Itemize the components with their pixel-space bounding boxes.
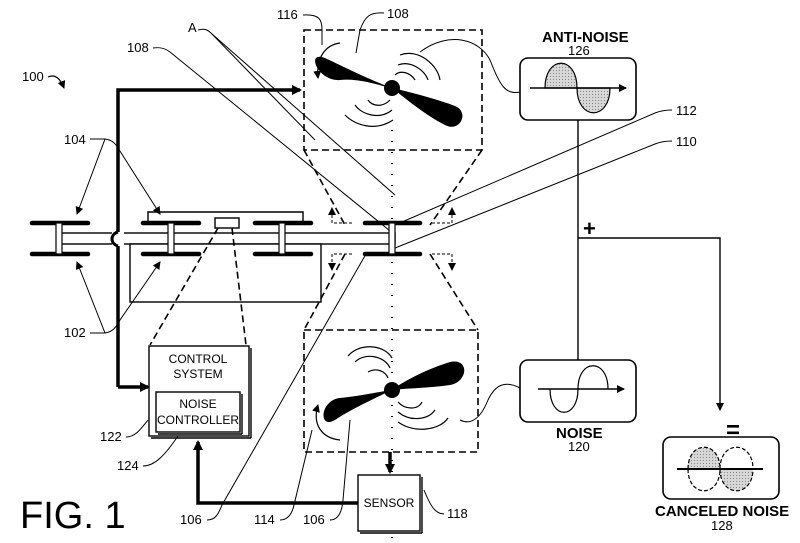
line-crossover (110, 230, 119, 248)
ref-110-leader (394, 140, 673, 249)
ref-102-leader-b (104, 261, 161, 334)
control-signal-upper (116, 85, 302, 387)
canceled-noise-waveform-icon (677, 446, 763, 492)
ref-104: 104 (64, 132, 86, 147)
lower-propeller-icon (312, 346, 465, 441)
sensor-link-left (149, 227, 219, 346)
sensor-module (214, 217, 240, 229)
noise-title: NOISE (556, 425, 603, 442)
noise-controller-label-2: CONTROLLER (157, 413, 239, 427)
upper-prop-to-antinoise (419, 39, 521, 94)
ref-108-top: 108 (387, 6, 409, 21)
ref-116: 116 (277, 7, 298, 22)
lower-taper-left (303, 253, 346, 331)
ref-124: 124 (117, 458, 139, 473)
ref-110: 110 (676, 134, 697, 149)
ref-106-right: 106 (303, 512, 325, 527)
axis-a-leader (197, 28, 316, 141)
ref-108-top-leader (355, 12, 385, 54)
ref-112: 112 (676, 103, 697, 118)
ref-122-leader (125, 419, 149, 438)
upper-propeller-region (303, 29, 483, 151)
aerial-vehicle (29, 207, 456, 303)
ref-112-leader (394, 109, 673, 226)
lower-taper-right (429, 253, 479, 331)
motor-pair-2 (140, 220, 202, 257)
upper-taper-right (429, 149, 483, 226)
control-system-label-2: SYSTEM (173, 367, 222, 381)
motor-pair-1 (29, 220, 91, 257)
sensor-feedback-line (193, 440, 358, 505)
ref-100: 100 (22, 69, 44, 84)
control-system-label-1: CONTROL (169, 352, 228, 366)
sensor-link-right (231, 227, 247, 346)
ref-106-right-leader (329, 419, 351, 521)
ref-120: 120 (568, 439, 590, 454)
ref-118-leader (423, 489, 445, 515)
noise-waveform-icon (538, 365, 625, 413)
canceled-noise-title: CANCELED NOISE (655, 503, 789, 520)
ref-118: 118 (447, 506, 468, 521)
anti-noise-waveform-icon (530, 62, 627, 114)
lower-prop-to-noise (459, 383, 521, 423)
motor-pair-4 (362, 220, 423, 257)
noise-controller-label-1: NOISE (179, 397, 216, 411)
ref-108-left-leader (152, 47, 396, 236)
ref-122: 122 (100, 429, 122, 444)
ref-114: 114 (254, 512, 275, 527)
ref-104-leader-a (75, 138, 106, 215)
lower-propeller-region (303, 329, 479, 453)
sensor-box (357, 474, 421, 532)
axis-label-a: A (188, 20, 197, 35)
ref-108-left: 108 (127, 40, 149, 55)
ref-106-left-leader (206, 253, 367, 521)
ref-100-arrow (47, 75, 66, 89)
upper-propeller-icon (313, 42, 463, 127)
ref-126: 126 (568, 43, 590, 58)
noise-controller-box (155, 391, 241, 433)
ref-124-leader (142, 435, 179, 467)
upper-taper-left (303, 149, 346, 226)
motor-pair-3 (252, 220, 314, 257)
ref-102: 102 (64, 325, 86, 340)
ref-102-leader-a (75, 261, 106, 334)
plus-operator: + (583, 216, 596, 241)
ref-114-leader (279, 429, 313, 521)
sensor-label: SENSOR (364, 496, 415, 510)
sum-to-canceled-line (578, 237, 724, 411)
ref-106-left: 106 (180, 512, 202, 527)
vehicle-frame (56, 232, 396, 245)
figure-title: FIG. 1 (20, 495, 126, 537)
vehicle-top-frame (147, 211, 304, 223)
ref-104-leader-b (104, 138, 161, 215)
anti-noise-title: ANTI-NOISE (542, 29, 629, 46)
ref-128: 128 (711, 518, 733, 533)
